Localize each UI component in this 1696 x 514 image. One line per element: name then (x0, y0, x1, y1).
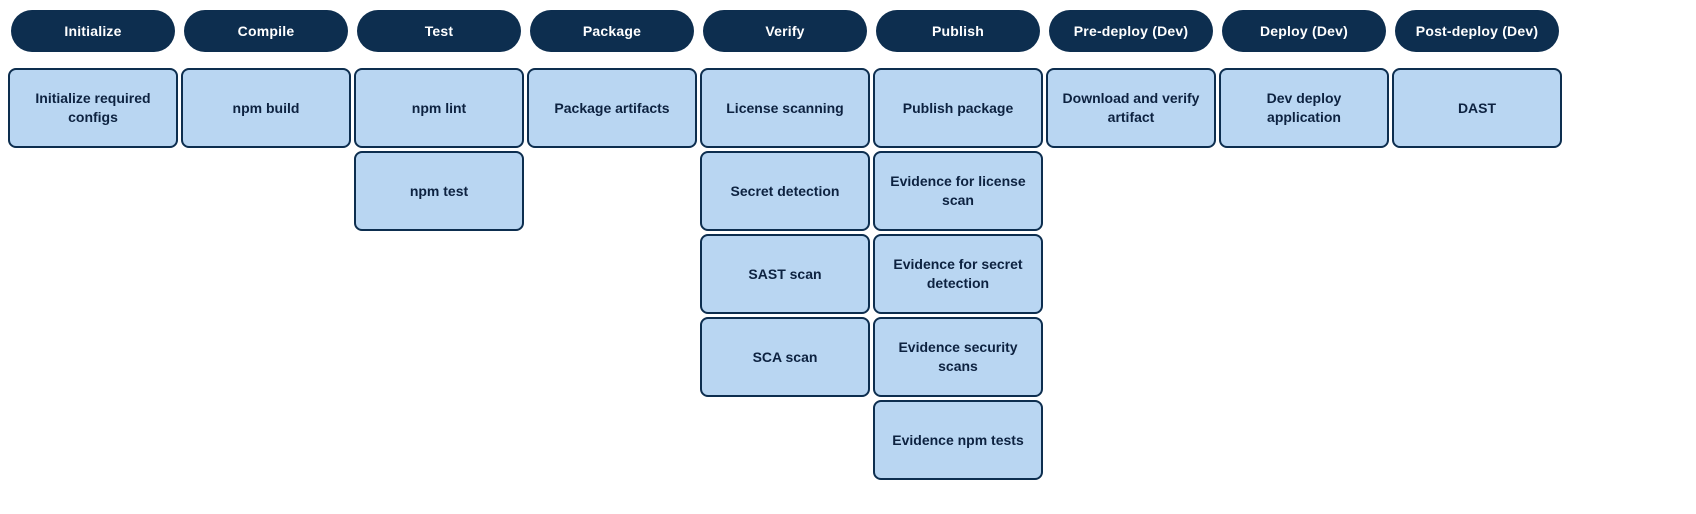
step-sast-scan: SAST scan (700, 234, 870, 314)
step-evidence-security-scans: Evidence security scans (873, 317, 1043, 397)
stage-header-publish: Publish (876, 10, 1040, 52)
step-sca-scan: SCA scan (700, 317, 870, 397)
step-evidence-npm-tests: Evidence npm tests (873, 400, 1043, 480)
step-npm-build: npm build (181, 68, 351, 148)
step-secret-detection: Secret detection (700, 151, 870, 231)
stage-column-deploy-dev: Deploy (Dev) Dev deploy application (1219, 10, 1389, 151)
step-evidence-for-license-scan: Evidence for license scan (873, 151, 1043, 231)
stage-column-compile: Compile npm build (181, 10, 351, 151)
stage-header-test: Test (357, 10, 521, 52)
stage-header-initialize: Initialize (11, 10, 175, 52)
step-npm-lint: npm lint (354, 68, 524, 148)
step-package-artifacts: Package artifacts (527, 68, 697, 148)
step-evidence-for-secret-detection: Evidence for secret detection (873, 234, 1043, 314)
step-dev-deploy-application: Dev deploy application (1219, 68, 1389, 148)
stage-header-post-deploy-dev: Post-deploy (Dev) (1395, 10, 1559, 52)
stage-header-package: Package (530, 10, 694, 52)
stage-column-post-deploy-dev: Post-deploy (Dev) DAST (1392, 10, 1562, 151)
step-dast: DAST (1392, 68, 1562, 148)
stage-column-pre-deploy-dev: Pre-deploy (Dev) Download and verify arti… (1046, 10, 1216, 151)
step-npm-test: npm test (354, 151, 524, 231)
step-publish-package: Publish package (873, 68, 1043, 148)
step-initialize-required-configs: Initialize required configs (8, 68, 178, 148)
stage-header-verify: Verify (703, 10, 867, 52)
step-download-and-verify-artifact: Download and verify artifact (1046, 68, 1216, 148)
stage-header-deploy-dev: Deploy (Dev) (1222, 10, 1386, 52)
stage-header-compile: Compile (184, 10, 348, 52)
stage-header-pre-deploy-dev: Pre-deploy (Dev) (1049, 10, 1213, 52)
step-license-scanning: License scanning (700, 68, 870, 148)
